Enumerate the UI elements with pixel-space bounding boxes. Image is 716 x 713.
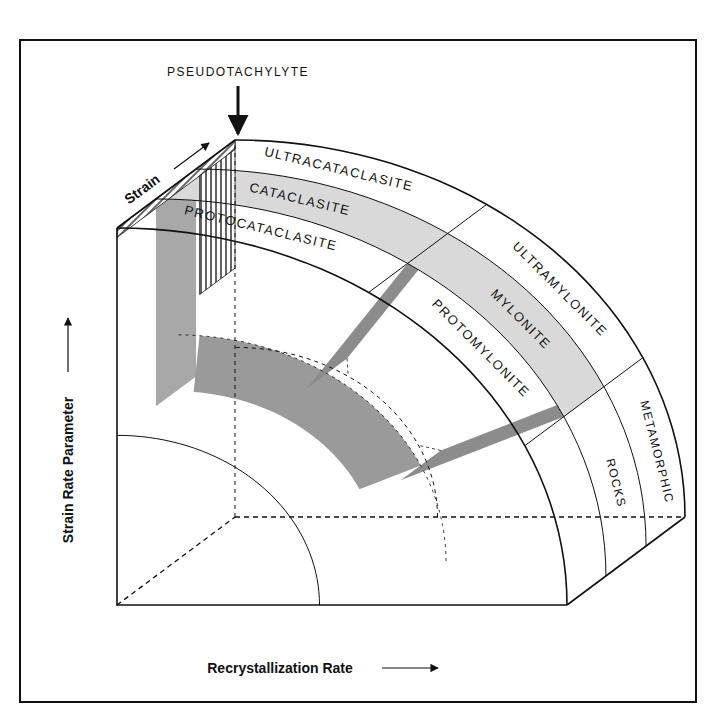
block-edge [567, 517, 685, 605]
hidden-edge [235, 516, 685, 517]
mylonite-band [408, 233, 604, 416]
hidden-arc [176, 335, 446, 561]
hidden-line [347, 359, 348, 377]
zone-label: ROCKS [604, 457, 628, 509]
zone-label: PROTOCATACLASITE [183, 203, 339, 252]
axis-label: Strain [122, 172, 162, 207]
block-edge [235, 140, 685, 517]
axis-label: Strain Rate Parameter [61, 397, 75, 543]
axis-arrow [67, 318, 68, 372]
axis-arrow [382, 667, 438, 668]
zone-label: MYLONITE [488, 286, 553, 351]
hidden-edge [117, 517, 235, 605]
hidden-line [419, 445, 441, 450]
inner-arc [117, 435, 320, 605]
zone-label: ULTRACATACLASITE [264, 145, 415, 193]
hidden-arc [235, 347, 438, 517]
zone-boundary [369, 204, 487, 292]
zone-label: METAMORPHIC [639, 399, 677, 504]
hidden-edge [235, 140, 236, 517]
pointer-arrow [237, 86, 240, 134]
frame [20, 40, 696, 702]
axis-arrow [174, 143, 209, 169]
zone-boundary [525, 358, 643, 446]
zone-boundary [156, 199, 606, 576]
zone-label: CATACLASITE [248, 180, 352, 217]
axis-label: Recrystallization Rate [207, 661, 353, 675]
pointer-label: PSEUDOTACHYLYTE [167, 66, 309, 78]
block-edge [117, 228, 567, 605]
block-edge [117, 228, 567, 605]
